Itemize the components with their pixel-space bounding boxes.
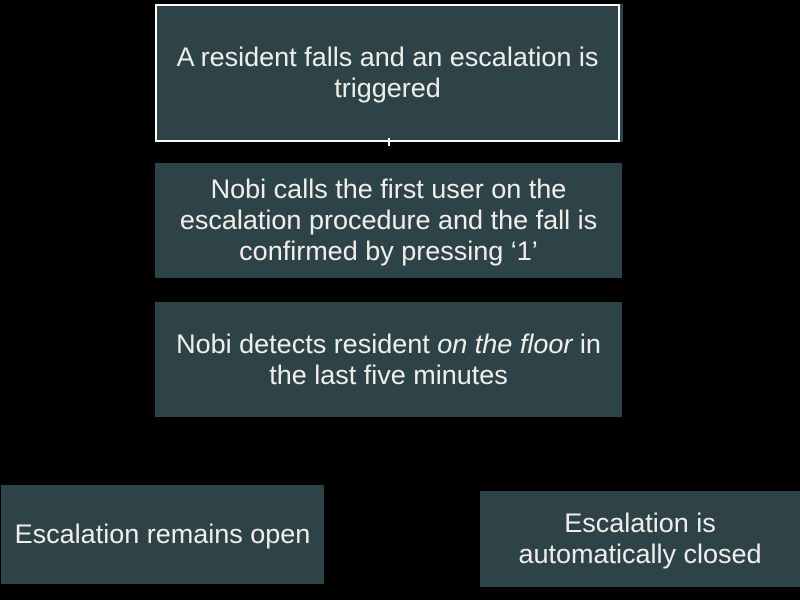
text-line: escalation procedure and the fall is: [179, 205, 598, 235]
italic-text-segment: on the floor: [437, 328, 573, 359]
flow-step-nobi-calls: Nobi calls the first user on the escalat…: [155, 163, 622, 278]
flow-step-floor-detected: Nobi detects resident on the floor in th…: [155, 302, 622, 417]
text-line: A resident falls and an escalation is: [176, 42, 599, 72]
text-line: the last five minutes: [269, 359, 508, 390]
outcome-box-escalation-closed: Escalation is automatically closed: [480, 491, 800, 587]
outcome-box-escalation-open: Escalation remains open: [1, 485, 324, 584]
text-line: triggered: [334, 73, 441, 103]
text-line: Nobi detects resident on the floor in: [176, 329, 601, 360]
text-line: Escalation is: [564, 508, 716, 538]
text-line: Nobi calls the first user on the: [210, 174, 567, 204]
text-line: confirmed by pressing ‘1’: [239, 236, 538, 266]
connector-stub: [388, 138, 390, 146]
text-segment: Nobi detects resident: [176, 328, 438, 359]
flow-step-fall-triggered: A resident falls and an escalation is tr…: [155, 4, 620, 142]
text-line: Escalation remains open: [14, 519, 311, 549]
text-line: automatically closed: [518, 539, 762, 569]
text-segment: in: [572, 328, 601, 359]
